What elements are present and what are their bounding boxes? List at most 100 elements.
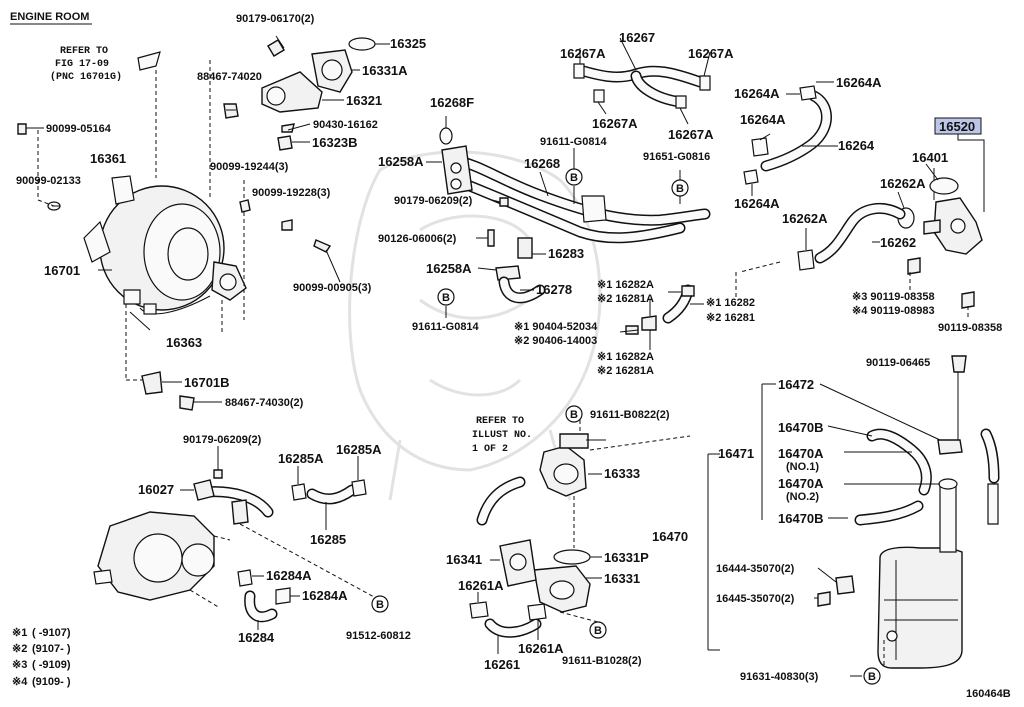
part-label-90099-02133[interactable]: 90099-02133 bbox=[16, 175, 81, 187]
note-mark-3: ※3 bbox=[12, 659, 27, 671]
part-label-16470a-1[interactable]: 16470A bbox=[778, 446, 824, 461]
part-label-90119-08983[interactable]: ※4 90119-08983 bbox=[852, 305, 935, 317]
part-label-16470a-1-note: (NO.1) bbox=[786, 461, 819, 473]
water-inlet-16331 bbox=[469, 539, 602, 654]
part-label-16325[interactable]: 16325 bbox=[390, 36, 426, 51]
part-label-16262a-1[interactable]: 16262A bbox=[880, 176, 926, 191]
fan-shroud-assembly bbox=[17, 123, 332, 411]
part-label-91611-b0822[interactable]: 91611-B0822(2) bbox=[590, 409, 670, 421]
part-label-16341[interactable]: 16341 bbox=[446, 552, 482, 567]
part-label-16470b-2[interactable]: 16470B bbox=[778, 511, 824, 526]
note-range-2: (9107- ) bbox=[32, 643, 71, 655]
part-label-16284a-1[interactable]: 16284A bbox=[266, 568, 312, 583]
part-label-90099-19228[interactable]: 90099-19228(3) bbox=[252, 187, 331, 199]
part-label-16285a-2[interactable]: 16285A bbox=[336, 442, 382, 457]
part-label-90179-06209-1[interactable]: 90179-06209(2) bbox=[394, 195, 473, 207]
part-label-91631-40830[interactable]: 91631-40830(3) bbox=[740, 671, 819, 683]
part-label-16701b[interactable]: 16701B bbox=[184, 375, 230, 390]
part-label-16284a-2[interactable]: 16284A bbox=[302, 588, 348, 603]
part-label-16268f[interactable]: 16268F bbox=[430, 95, 474, 110]
part-label-16258a-2[interactable]: 16258A bbox=[426, 261, 472, 276]
part-label-16261a-2[interactable]: 16261A bbox=[518, 641, 564, 656]
water-outlet-16520 bbox=[739, 117, 985, 318]
part-label-16470[interactable]: 16470 bbox=[652, 529, 688, 544]
part-label-16264a-4[interactable]: 16264A bbox=[734, 196, 780, 211]
part-label-90119-08358-2[interactable]: 90119-08358 bbox=[938, 322, 1002, 334]
part-label-16268[interactable]: 16268 bbox=[524, 156, 560, 171]
part-label-90179-06209-2[interactable]: 90179-06209(2) bbox=[183, 434, 262, 446]
part-label-16331a[interactable]: 16331A bbox=[362, 63, 408, 78]
part-label-90430-16162[interactable]: 90430-16162 bbox=[313, 119, 378, 131]
part-label-16258a-1[interactable]: 16258A bbox=[378, 154, 424, 169]
part-label-16333[interactable]: 16333 bbox=[604, 466, 640, 481]
part-label-16264a-2[interactable]: 16264A bbox=[734, 86, 780, 101]
part-label-16262a-2[interactable]: 16262A bbox=[782, 211, 828, 226]
part-label-16267a-4[interactable]: 16267A bbox=[668, 127, 714, 142]
part-label-88467-74020[interactable]: 88467-74020 bbox=[197, 71, 262, 83]
part-label-16470a-2[interactable]: 16470A bbox=[778, 476, 824, 491]
part-label-16331[interactable]: 16331 bbox=[604, 571, 640, 586]
part-label-16363[interactable]: 16363 bbox=[166, 335, 202, 350]
part-label-16261a-1[interactable]: 16261A bbox=[458, 578, 504, 593]
part-label-91512-60812[interactable]: 91512-60812 bbox=[346, 630, 411, 642]
part-label-90179-06170[interactable]: 90179-06170(2) bbox=[236, 13, 315, 25]
part-label-16520[interactable]: 16520 bbox=[939, 119, 975, 134]
part-label-16472[interactable]: 16472 bbox=[778, 377, 814, 392]
part-label-16267a-2[interactable]: 16267A bbox=[688, 46, 734, 61]
ref-marker-b-6: B bbox=[589, 621, 607, 639]
part-label-16471[interactable]: 16471 bbox=[718, 446, 754, 461]
part-label-16282[interactable]: ※1 16282 bbox=[706, 297, 755, 309]
part-label-16261[interactable]: 16261 bbox=[484, 657, 520, 672]
part-label-16445-35070[interactable]: 16445-35070(2) bbox=[716, 593, 795, 605]
part-label-16321[interactable]: 16321 bbox=[346, 93, 382, 108]
part-label-16284[interactable]: 16284 bbox=[238, 630, 275, 645]
part-label-16264a-1[interactable]: 16264A bbox=[836, 75, 882, 90]
part-label-90126-06006[interactable]: 90126-06006(2) bbox=[378, 233, 457, 245]
part-label-90119-06465[interactable]: 90119-06465 bbox=[866, 357, 930, 369]
part-label-16282a-2[interactable]: ※1 16282A bbox=[597, 351, 654, 363]
part-label-16361[interactable]: 16361 bbox=[90, 151, 126, 166]
part-label-16267a-1[interactable]: 16267A bbox=[560, 46, 606, 61]
part-label-90406-14003[interactable]: ※2 90406-14003 bbox=[514, 335, 597, 347]
svg-text:B: B bbox=[570, 172, 578, 184]
part-label-16281a-2[interactable]: ※2 16281A bbox=[597, 365, 654, 377]
ref-marker-b-2: B bbox=[671, 179, 689, 197]
note-mark-2: ※2 bbox=[12, 643, 27, 655]
part-label-16283[interactable]: 16283 bbox=[548, 246, 584, 261]
part-label-91611-b1028[interactable]: 91611-B1028(2) bbox=[562, 655, 642, 667]
svg-text:REFER TO: REFER TO bbox=[60, 46, 108, 57]
part-label-16262[interactable]: 16262 bbox=[880, 235, 916, 250]
part-label-16401[interactable]: 16401 bbox=[912, 150, 948, 165]
part-label-88467-74030[interactable]: 88467-74030(2) bbox=[225, 397, 304, 409]
part-label-16323b[interactable]: 16323B bbox=[312, 135, 358, 150]
turbo-leaders bbox=[180, 446, 377, 630]
turbo-pipe-assembly bbox=[93, 469, 367, 623]
part-label-16282a-1[interactable]: ※1 16282A bbox=[597, 279, 654, 291]
part-label-91651-g0816[interactable]: 91651-G0816 bbox=[643, 151, 710, 163]
part-label-16027[interactable]: 16027 bbox=[138, 482, 174, 497]
part-label-91611-g0814-2[interactable]: 91611-G0814 bbox=[412, 321, 480, 333]
part-label-16285a-1[interactable]: 16285A bbox=[278, 451, 324, 466]
part-label-16285[interactable]: 16285 bbox=[310, 532, 346, 547]
svg-text:B: B bbox=[676, 183, 684, 195]
part-label-16278[interactable]: 16278 bbox=[536, 282, 572, 297]
part-label-16281[interactable]: ※2 16281 bbox=[706, 312, 755, 324]
part-label-16701[interactable]: 16701 bbox=[44, 263, 80, 278]
serial-range-notes: ※1 ( -9107) ※2 (9107- ) ※3 ( -9109) ※4 (… bbox=[12, 627, 71, 688]
ref-marker-b-3: B bbox=[437, 288, 455, 306]
part-label-16264[interactable]: 16264 bbox=[838, 138, 875, 153]
part-label-90404-52034[interactable]: ※1 90404-52034 bbox=[514, 321, 598, 333]
part-label-16267a-3[interactable]: 16267A bbox=[592, 116, 638, 131]
part-label-16264a-3[interactable]: 16264A bbox=[740, 112, 786, 127]
part-label-16281a-1[interactable]: ※2 16281A bbox=[597, 293, 654, 305]
part-label-16267[interactable]: 16267 bbox=[619, 30, 655, 45]
part-label-91611-g0814-1[interactable]: 91611-G0814 bbox=[540, 136, 608, 148]
part-label-16331p[interactable]: 16331P bbox=[604, 550, 649, 565]
part-label-90119-08358-1[interactable]: ※3 90119-08358 bbox=[852, 291, 935, 303]
svg-text:FIG 17-09: FIG 17-09 bbox=[55, 59, 109, 70]
part-label-16444-35070[interactable]: 16444-35070(2) bbox=[716, 563, 795, 575]
part-label-90099-00905[interactable]: 90099-00905(3) bbox=[293, 282, 372, 294]
part-label-90099-05164[interactable]: 90099-05164 bbox=[46, 123, 112, 135]
part-label-90099-19244[interactable]: 90099-19244(3) bbox=[210, 161, 289, 173]
part-label-16470b-1[interactable]: 16470B bbox=[778, 420, 824, 435]
